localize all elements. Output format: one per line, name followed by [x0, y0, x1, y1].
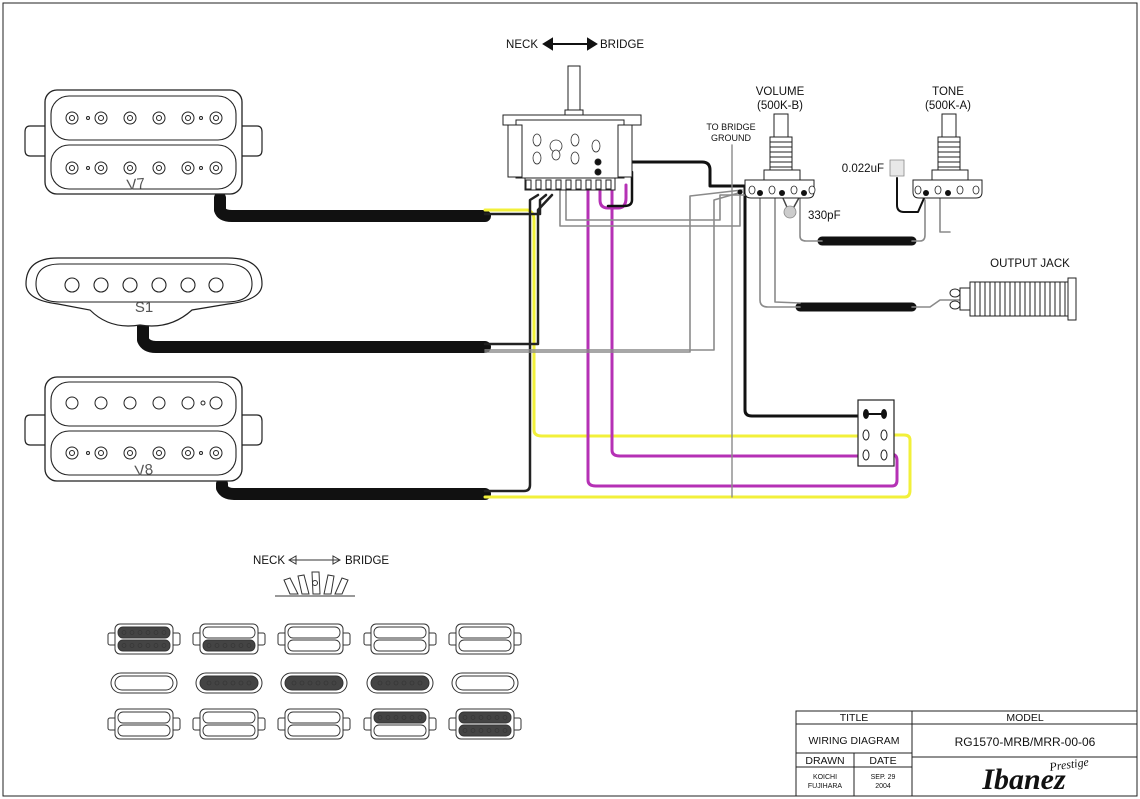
position-thumb-3-1 — [107, 708, 181, 740]
bridge-label-top: BRIDGE — [600, 39, 644, 51]
position-thumb-2-4 — [366, 672, 434, 694]
brand-tag: Prestige — [1047, 755, 1090, 775]
position-thumb-1-4 — [363, 623, 437, 655]
drawn-by-line-1: KOICHI — [813, 774, 837, 781]
selector-direction-label: NECK BRIDGE — [506, 37, 644, 51]
position-grid — [107, 623, 522, 740]
gray-wire-3 — [484, 191, 743, 351]
pole-pieces — [65, 111, 223, 175]
position-thumb-1-1 — [107, 623, 181, 655]
volume-name: VOLUME — [756, 86, 805, 98]
position-thumb-3-3 — [277, 708, 351, 740]
dpdt-switch — [857, 399, 895, 467]
model-header: MODEL — [1006, 712, 1044, 724]
wires — [137, 144, 961, 500]
tone-cap-label: 0.022uF — [842, 163, 884, 175]
double-arrow-icon — [542, 37, 598, 51]
volume-cap — [783, 205, 797, 219]
volume-value: (500K-B) — [757, 100, 803, 112]
gray-wire-9 — [774, 195, 801, 304]
black-wire-mid — [483, 193, 554, 346]
tone-pot: TONE (500K-A) 0.022uF — [842, 86, 983, 199]
bridge-humbucker: V8 — [24, 376, 263, 482]
position-thumb-2-3 — [280, 672, 348, 694]
output-jack: OUTPUT JACK — [949, 258, 1077, 321]
positions-neck: NECK — [253, 555, 285, 567]
black-wire-selector — [596, 170, 634, 208]
title-header: TITLE — [840, 712, 869, 724]
pole-pieces — [64, 277, 224, 293]
magenta-wire-2 — [610, 183, 864, 458]
title-block — [795, 710, 1138, 797]
positions-bridge: BRIDGE — [345, 555, 389, 567]
title-block-text: TITLE MODEL WIRING DIAGRAM RG1570-MRB/MR… — [805, 712, 1095, 796]
output-jack-label: OUTPUT JACK — [990, 258, 1070, 270]
tone-name: TONE — [932, 86, 964, 98]
position-thumb-1-5 — [448, 623, 522, 655]
drawn-header: DRAWN — [805, 755, 844, 767]
yellow-wire-bridge — [483, 433, 912, 499]
neck-pickup-label: V7 — [126, 175, 146, 194]
middle-pickup-label: S1 — [135, 299, 153, 316]
date-line-1: SEP. 29 — [871, 774, 896, 781]
gray-wire-8 — [911, 299, 961, 308]
volume-pot: VOLUME (500K-B) 330pF — [737, 86, 841, 222]
drawn-by-line-2: FUJIHARA — [808, 783, 843, 790]
drawing-title: WIRING DIAGRAM — [809, 735, 900, 747]
magenta-wire-3 — [598, 183, 628, 210]
position-thumb-3-5 — [448, 708, 522, 740]
five-way-switch — [502, 65, 642, 191]
bridge-ground-label: TO BRIDGE GROUND — [706, 122, 755, 143]
gray-wire-1 — [559, 189, 741, 227]
ground-line-2: GROUND — [711, 133, 751, 143]
gray-wire-4 — [484, 189, 743, 353]
position-thumb-2-1 — [110, 672, 178, 694]
yellow-wire-neck — [483, 208, 862, 438]
gray-wire-6 — [799, 195, 823, 242]
bridge-pickup-cable — [216, 478, 491, 500]
position-thumb-1-2 — [192, 623, 266, 655]
middle-single-coil: S1 — [25, 257, 263, 327]
selector-lever-icon — [275, 571, 355, 597]
neck-label-top: NECK — [506, 39, 538, 51]
middle-pickup-cable — [137, 320, 491, 353]
double-arrow-outline-icon — [287, 555, 342, 565]
volume-cap-label: 330pF — [808, 210, 841, 222]
bridge-pickup-label: V8 — [134, 461, 154, 480]
position-thumb-2-5 — [451, 672, 519, 694]
gray-wire-10 — [939, 194, 951, 233]
neck-pickup-cable — [214, 192, 491, 222]
positions-header: NECK BRIDGE — [253, 555, 389, 597]
brand-logo: Ibanez — [981, 763, 1066, 796]
date-header: DATE — [869, 755, 896, 767]
date-line-2: 2004 — [875, 783, 891, 790]
position-thumb-3-4 — [363, 708, 437, 740]
gray-wire-5 — [759, 195, 801, 308]
magenta-wire-1 — [586, 183, 899, 488]
neck-humbucker: V7 — [24, 89, 263, 195]
model-number: RG1570-MRB/MRR-00-06 — [955, 735, 1096, 749]
ground-line-1: TO BRIDGE — [706, 122, 755, 132]
position-thumb-3-2 — [192, 708, 266, 740]
gray-wire-7 — [911, 199, 926, 242]
cap-tone-lead — [896, 177, 926, 213]
tone-cap — [889, 159, 905, 177]
tone-value: (500K-A) — [925, 100, 971, 112]
black-wire-to-volume — [596, 160, 862, 418]
position-thumb-1-3 — [277, 623, 351, 655]
black-wire-bridge — [483, 193, 540, 493]
pole-pieces — [65, 396, 223, 460]
position-thumb-2-2 — [195, 672, 263, 694]
